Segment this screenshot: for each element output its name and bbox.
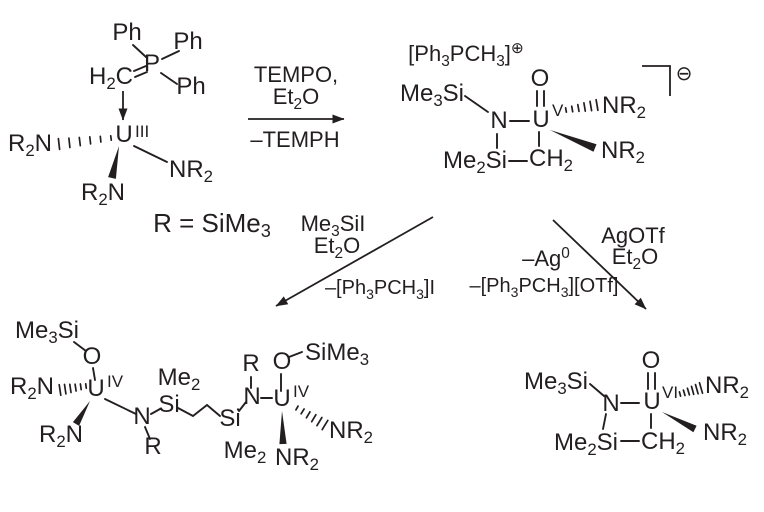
byproduct-label: –[Ph3PCH3][OTf] [470, 275, 619, 300]
amide-label: NR2 [169, 156, 213, 186]
dimethyl-label: Me2 [224, 437, 267, 467]
phosphorus-atom-label: P [144, 50, 160, 77]
silicon-atom-label: Si [219, 405, 240, 432]
wedge-bond [550, 130, 597, 152]
uranium-atom-label: U [643, 388, 660, 415]
bond [92, 367, 96, 381]
oxidation-state-iii: III [135, 122, 149, 141]
amide-label: NR2 [703, 419, 747, 449]
amide-label: R2N [10, 373, 54, 403]
solvent-label: Et2O [612, 244, 658, 273]
phenyl-label: Ph [112, 19, 141, 46]
nitrogen-atom-label: N [133, 403, 150, 430]
oxidation-state-iv: IV [293, 382, 310, 401]
structure-uiv-dimer: Me3Si O U IV R2N R2N N R Si Me2 Si Me2 N… [10, 317, 373, 474]
phenyl-label: Ph [176, 73, 205, 100]
negative-charge-symbol: ⊖ [676, 63, 693, 85]
bond [288, 351, 303, 358]
wedge-bond [72, 401, 90, 426]
trimethylsilyl-label: Me3Si [524, 368, 588, 398]
dimethyl-label: Me2 [158, 364, 201, 394]
r-group-definition: R = SiMe3 [153, 208, 271, 241]
reagent-label: AgOTf [601, 223, 665, 248]
hashed-bond [57, 134, 113, 151]
wedge-bond [662, 412, 697, 433]
bond [464, 95, 489, 113]
uranium-atom-label: U [532, 106, 549, 133]
uranium-atom-label: U [115, 121, 132, 148]
r-group-label: R [144, 433, 161, 460]
bond [160, 72, 178, 85]
uranium-atom-label: U [87, 375, 104, 402]
bond [104, 398, 137, 415]
amide-label: NR2 [601, 137, 645, 167]
oxidation-state-v: V [552, 101, 564, 120]
structure-uiii-ylide: Ph Ph P Ph H2C U III R2N NR2 R2N R = SiM… [8, 19, 271, 241]
oxo-atom-label: O [642, 347, 661, 374]
trimethylsilyl-label: Me3Si [400, 80, 464, 110]
amide-label: NR2 [602, 92, 646, 122]
hashed-bond [58, 382, 88, 397]
bond [238, 401, 247, 412]
uranium-atom-label: U [273, 385, 290, 412]
r-group-label: R [242, 350, 259, 377]
ethylene-bridge-bonds [177, 403, 221, 418]
byproduct-label: –Ag0 [522, 245, 570, 271]
reaction-arrow [552, 219, 647, 310]
dimethylsilyl-label: Me2Si [554, 429, 618, 459]
arrow-me3sii: Me3SiI Et2O –[Ph3PCH3]I [275, 211, 435, 307]
nitrogen-atom-label: N [243, 383, 260, 410]
arrow-tempo: TEMPO, Et2O –TEMPH [248, 62, 345, 152]
oxidation-state-iv: IV [107, 372, 124, 391]
bond [161, 50, 180, 60]
bond [150, 408, 161, 415]
reagent-label: Me3SiI [301, 211, 366, 240]
double-bond-line [134, 71, 148, 78]
solvent-label: Et2O [314, 233, 360, 262]
reaction-arrow [275, 216, 434, 307]
hashed-bond [564, 98, 599, 114]
methylene-label: CH2 [529, 145, 573, 175]
amide-label: R2N [8, 130, 52, 160]
oxygen-atom-label: O [83, 343, 102, 370]
countercation-label: [Ph3PCH3]⊕ [408, 40, 524, 70]
nitrogen-atom-label: N [490, 107, 507, 134]
structure-uvi-oxo: Me3Si N U O VI NR2 NR2 Me2Si CH2 [524, 347, 749, 459]
wedge-bond [108, 146, 119, 179]
amide-label: R2N [81, 179, 125, 209]
bond [73, 341, 87, 352]
hashed-bond [295, 405, 329, 431]
structure-uv-oxo-anion: [Ph3PCH3]⊕ Me3Si N U O V NR2 NR2 Me2Si C… [400, 40, 692, 177]
double-bond-line [133, 65, 147, 72]
amide-label: NR2 [705, 372, 749, 402]
nitrogen-atom-label: N [602, 390, 619, 417]
amide-label: R2N [39, 421, 83, 451]
dimethylsilyl-label: Me2Si [443, 147, 507, 177]
oxidation-state-vi: VI [662, 383, 678, 402]
byproduct-label: –[Ph3PCH3]I [325, 277, 435, 302]
byproduct-label: –TEMPH [250, 127, 339, 152]
wedge-bond [279, 411, 287, 445]
amide-label: NR2 [275, 444, 319, 474]
solvent-label: Et2O [273, 84, 319, 113]
trimethylsilyl-label: SiMe3 [305, 339, 369, 369]
bond [602, 413, 607, 430]
methylene-label: H2C [89, 63, 133, 93]
oxygen-atom-label: O [273, 348, 292, 375]
amide-label: NR2 [329, 417, 373, 447]
silicon-atom-label: Si [158, 391, 179, 418]
arrow-agotf: AgOTf Et2O –Ag0 –[Ph3PCH3][OTf] [470, 219, 666, 310]
bond [589, 383, 605, 397]
bond [132, 44, 147, 58]
oxo-atom-label: O [531, 65, 550, 92]
reagent-label: TEMPO, [254, 62, 338, 87]
anion-bracket [642, 65, 671, 96]
trimethylsilyl-label: Me3Si [15, 317, 79, 347]
bond [133, 145, 168, 163]
hashed-bond [678, 381, 704, 397]
methylene-label: CH2 [641, 428, 685, 458]
bond [144, 426, 151, 440]
